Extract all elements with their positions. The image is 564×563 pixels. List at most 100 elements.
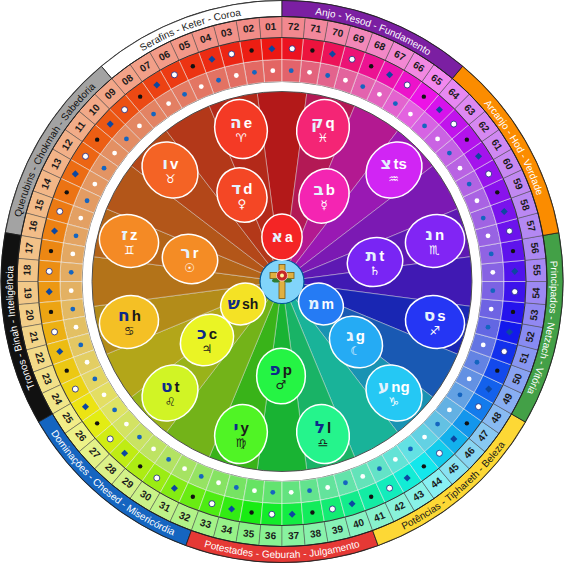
- band-label-path: Querubins - Chokmah - Sabedoria: [12, 80, 98, 218]
- band-label: Potestades - Geburah - Julgamento: [203, 538, 361, 560]
- letter-row: טt: [161, 378, 180, 395]
- symbol-cell: [39, 301, 63, 324]
- letter-petal: חh♋: [98, 291, 160, 353]
- letter-petal: עng♑: [363, 362, 425, 424]
- symbol-mark: [476, 404, 482, 410]
- symbol-mark: [458, 166, 463, 171]
- symbol-mark: [171, 72, 177, 78]
- symbol-mark: [51, 228, 58, 235]
- astro-symbol: ♓: [317, 132, 328, 144]
- band-segment: [5, 66, 111, 235]
- number-cell: [259, 525, 282, 547]
- hebrew-letter: ס: [424, 307, 436, 324]
- symbol-mark: [329, 506, 335, 512]
- petal-shape: [208, 93, 274, 164]
- symbol-mark: [78, 343, 83, 348]
- symbol-mark: [69, 270, 74, 275]
- petal-content: יy♍: [233, 419, 248, 449]
- callout-number: 20: [24, 309, 35, 321]
- astro-symbol: ☿: [321, 199, 328, 211]
- symbol-mark: [85, 360, 90, 365]
- letter-row: וv: [162, 155, 178, 172]
- latin-letter: n: [435, 227, 444, 242]
- letter-petal: תt♄: [346, 233, 404, 291]
- petal-content: דd♀: [231, 180, 252, 210]
- petal-content: לl♎: [315, 419, 331, 449]
- number-cell: [303, 522, 328, 546]
- letter-row: סs: [424, 307, 446, 324]
- symbol-mark: [422, 124, 427, 129]
- symbol-mark: [216, 78, 221, 83]
- symbol-cell: [63, 224, 88, 247]
- symbol-mark: [435, 137, 440, 142]
- hebrew-letter: ט: [161, 378, 173, 395]
- symbol-mark: [229, 51, 235, 57]
- ring-line: [92, 92, 472, 472]
- symbol-mark: [501, 208, 508, 215]
- symbol-cell: [475, 316, 500, 339]
- letter-row: כc: [197, 325, 217, 342]
- astro-symbol: ♀: [237, 198, 246, 210]
- symbol-mark: [138, 464, 142, 468]
- astro-symbol: ☾: [350, 345, 361, 357]
- symbol-mark: [435, 422, 440, 427]
- symbol-cell: [240, 38, 263, 62]
- number-cell: [17, 258, 39, 281]
- callout-number: 21: [27, 330, 39, 343]
- symbol-mark: [436, 450, 442, 456]
- latin-letter: a: [285, 230, 293, 244]
- latin-letter: q: [326, 115, 335, 130]
- symbol-mark: [102, 392, 107, 397]
- symbol-mark: [422, 94, 426, 98]
- number-cell: [525, 282, 547, 305]
- astro-symbol: ♒: [388, 173, 399, 185]
- symbol-mark: [46, 268, 52, 274]
- letter-row: עng: [378, 378, 410, 395]
- ring-line: [17, 17, 547, 547]
- symbol-mark: [199, 474, 204, 479]
- symbol-mark: [49, 310, 53, 314]
- symbol-mark: [107, 121, 114, 128]
- symbol-mark: [458, 392, 463, 397]
- symbol-cell: [282, 59, 301, 82]
- symbol-mark: [182, 92, 187, 97]
- symbol-mark: [102, 166, 107, 171]
- symbol-mark: [512, 289, 518, 295]
- petal-shape: [262, 213, 302, 259]
- letter-petal: רr☉: [161, 230, 219, 288]
- symbol-cell: [60, 282, 83, 301]
- symbol-cell: [503, 282, 526, 303]
- hebrew-letter: י: [233, 419, 238, 436]
- petal-content: טt♌: [161, 378, 180, 408]
- symbol-mark: [475, 153, 482, 160]
- petal-content: הe♈: [230, 114, 252, 144]
- petal-content: כc♃: [197, 325, 217, 355]
- symbol-mark: [387, 485, 393, 491]
- symbol-mark: [52, 329, 58, 335]
- astro-symbol: ♐: [429, 325, 440, 337]
- symbol-mark: [506, 228, 512, 234]
- latin-letter: h: [132, 308, 141, 323]
- separator-ring: [87, 87, 477, 477]
- symbol-mark: [78, 216, 83, 221]
- symbol-mark: [95, 421, 99, 425]
- astro-symbol: ♉: [165, 173, 176, 185]
- letter-petal: וv♉: [139, 139, 201, 201]
- band-segment: [1, 233, 52, 422]
- letter-row: הe: [230, 114, 252, 131]
- band-label: Arcanjo - Hod - Verdade: [482, 98, 546, 197]
- petal-shape: [170, 303, 244, 376]
- rose-center: [280, 274, 284, 278]
- symbol-mark: [209, 501, 215, 507]
- symbol-mark: [70, 252, 75, 257]
- petal-content: שsh: [228, 296, 258, 312]
- symbol-mark: [422, 464, 426, 468]
- symbol-mark: [46, 288, 53, 295]
- symbol-mark: [404, 82, 410, 88]
- petal-shape: [131, 130, 210, 209]
- hebrew-letter: פ: [270, 361, 281, 378]
- symbol-cell: [282, 503, 303, 526]
- petal-outline: [327, 313, 385, 371]
- latin-letter: c: [209, 326, 217, 341]
